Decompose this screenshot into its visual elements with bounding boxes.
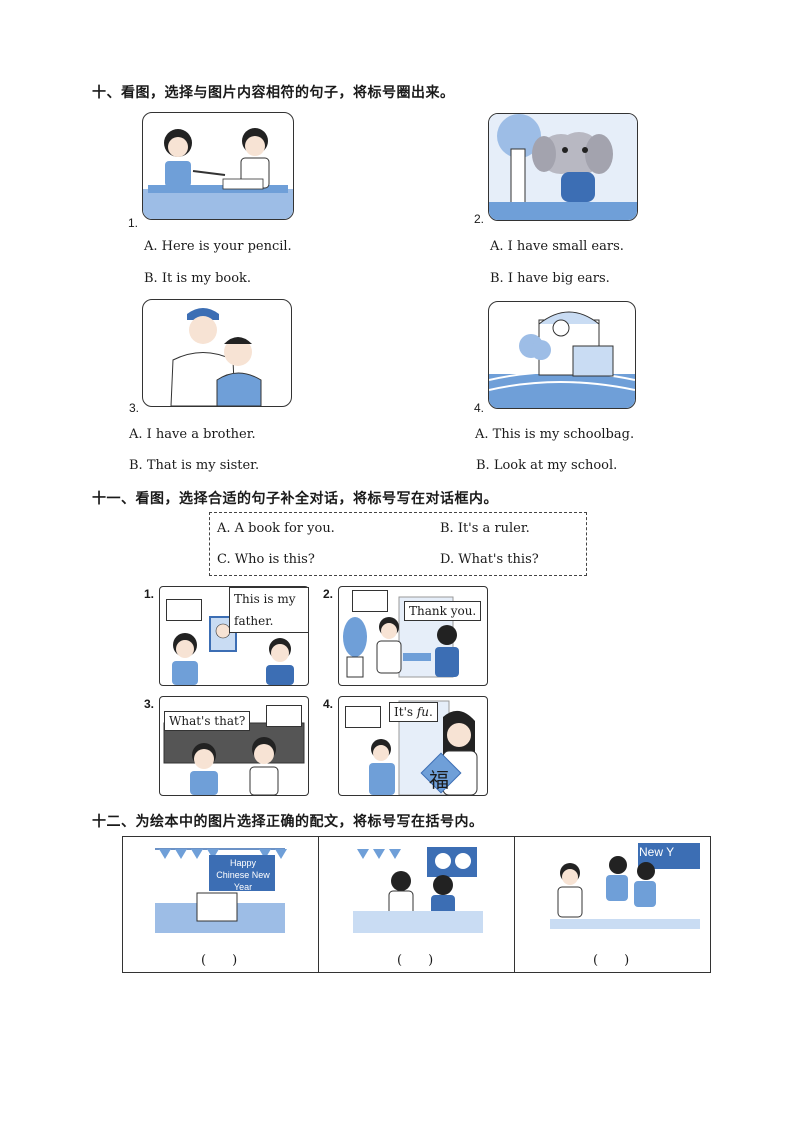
scene-4-bubble-italic: fu xyxy=(416,705,430,719)
panel-1-board-text: Happy Chinese New Year xyxy=(216,858,270,892)
scene-4-picture xyxy=(338,696,488,796)
item-4-option-a[interactable]: A. This is my schoolbag. xyxy=(475,427,635,442)
picture-book-table: Happy Chinese New Year ( ) ( ) xyxy=(122,836,711,973)
panel-3-picture xyxy=(550,843,700,933)
option-d: D. What's this? xyxy=(440,552,539,567)
scene-4-bubble-suffix: . xyxy=(429,705,433,719)
scene-3-number: 3. xyxy=(144,697,155,711)
scene-1-bubble-father: This is my father. xyxy=(229,587,309,633)
scene-3-bubble-what: What's that? xyxy=(164,711,251,731)
scene-2-number: 2. xyxy=(323,587,334,601)
scene-2-bubble-thanks: Thank you. xyxy=(404,601,482,621)
item-2-option-a[interactable]: A. I have small ears. xyxy=(490,239,624,254)
item-4-number: 4. xyxy=(474,401,485,415)
options-box xyxy=(209,512,587,576)
panel-3-board-text: New Y xyxy=(639,845,675,859)
scene-3-empty-bubble[interactable] xyxy=(266,705,302,727)
scene-4-bubble-fu: It's fu. xyxy=(389,702,438,722)
option-b: B. It's a ruler. xyxy=(440,521,530,536)
item-1-number: 1. xyxy=(128,216,139,230)
item-1-option-b[interactable]: B. It is my book. xyxy=(144,271,252,286)
item-3-number: 3. xyxy=(129,401,140,415)
panel-2-picture xyxy=(353,843,483,933)
scene-4-bubble-prefix: It's xyxy=(394,705,417,719)
item-3-option-a[interactable]: A. I have a brother. xyxy=(129,427,256,442)
picture-1-students-desk xyxy=(142,112,294,220)
panel-3-answer-blank[interactable]: ( ) xyxy=(593,953,630,968)
item-4-option-b[interactable]: B. Look at my school. xyxy=(476,458,618,473)
item-2-number: 2. xyxy=(474,212,485,226)
scene-2-empty-bubble[interactable] xyxy=(352,590,388,612)
scene-4-number: 4. xyxy=(323,697,334,711)
item-1-option-a[interactable]: A. Here is your pencil. xyxy=(144,239,292,254)
option-c: C. Who is this? xyxy=(217,552,315,567)
panel-1-answer-blank[interactable]: ( ) xyxy=(201,953,238,968)
scene-1-empty-bubble[interactable] xyxy=(166,599,202,621)
panel-2-answer-blank[interactable]: ( ) xyxy=(397,953,434,968)
picture-3-brothers xyxy=(142,299,292,407)
option-a: A. A book for you. xyxy=(217,521,335,536)
panel-1-picture xyxy=(155,843,295,933)
scene-1-number: 1. xyxy=(144,587,155,601)
fu-character: 福 xyxy=(429,768,449,792)
picture-4-school xyxy=(488,301,636,409)
section-10-heading: 十、看图，选择与图片内容相符的句子，将标号圈出来。 xyxy=(92,85,455,101)
section-11-heading: 十一、看图，选择合适的句子补全对话，将标号写在对话框内。 xyxy=(92,491,498,507)
item-3-option-b[interactable]: B. That is my sister. xyxy=(129,458,260,473)
section-12-heading: 十二、为绘本中的图片选择正确的配文，将标号写在括号内。 xyxy=(92,814,484,830)
picture-2-elephant xyxy=(488,113,638,221)
item-2-option-b[interactable]: B. I have big ears. xyxy=(490,271,610,286)
scene-4-empty-bubble[interactable] xyxy=(345,706,381,728)
